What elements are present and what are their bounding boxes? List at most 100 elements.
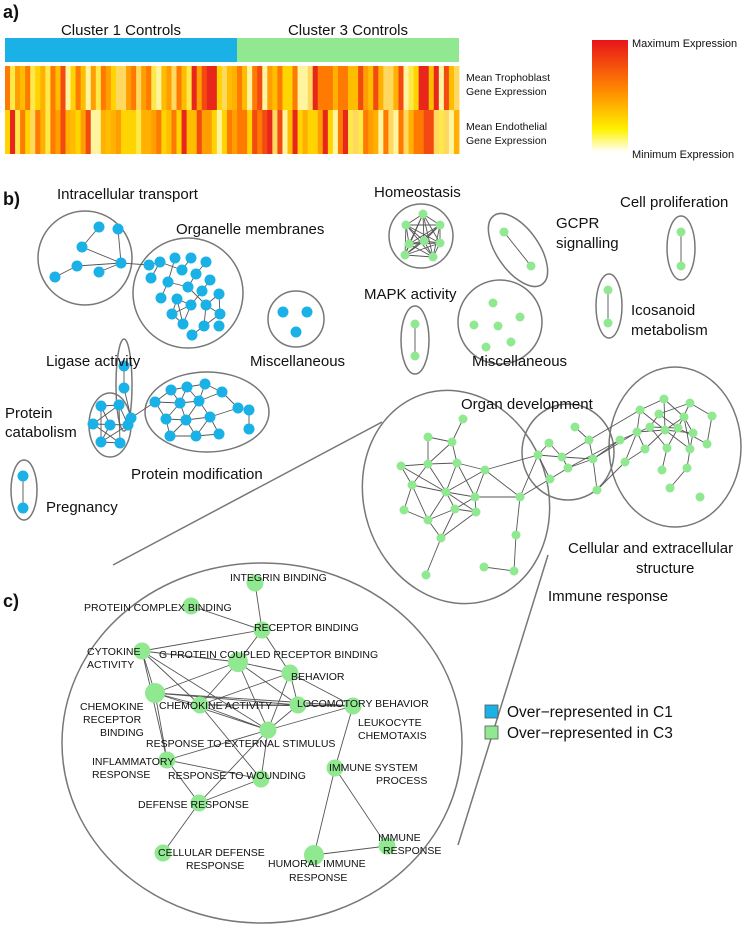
heatmap-cell (388, 66, 394, 110)
network-edge (484, 469, 521, 498)
network-node (407, 480, 417, 490)
network-edge (313, 767, 336, 856)
heatmap-cell (342, 66, 349, 110)
icosanoid-outline (595, 273, 623, 339)
node-label-humoral-2: RESPONSE (289, 872, 347, 884)
go-term-node (289, 696, 307, 714)
go-term-node (252, 770, 270, 788)
heatmap-cell (368, 66, 374, 110)
heatmap-cell (171, 110, 177, 154)
heatmap-cell (237, 110, 243, 154)
node-label-inflammatory-2: RESPONSE (92, 769, 150, 781)
heatmap-cell (136, 66, 142, 110)
go-term-node (326, 759, 344, 777)
heatmap-cell (211, 66, 218, 110)
row2-label-line1: Mean Endothelial (466, 121, 547, 133)
heatmap-cell (287, 110, 293, 154)
network-edge (141, 629, 263, 652)
zoom-line-bottom (457, 554, 549, 846)
network-edge (440, 508, 456, 539)
network-edge (588, 409, 641, 441)
heatmap-cell (85, 66, 92, 110)
network-edge (313, 845, 388, 856)
heatmap-cell (90, 66, 97, 110)
network-node (185, 299, 197, 311)
network-node (199, 378, 211, 390)
heatmap-cell (277, 110, 283, 154)
protein-modification-outline (144, 371, 270, 453)
heatmap-cell (126, 66, 132, 110)
heatmap-cell (282, 66, 288, 110)
heatmap-cell (146, 66, 152, 110)
network-node (113, 399, 125, 411)
network-edge (154, 692, 168, 761)
network-node (396, 461, 406, 471)
network-node (198, 320, 210, 332)
heatmap-cell (141, 110, 147, 154)
network-edge (141, 650, 239, 663)
heatmap-cell (267, 110, 273, 154)
panel-c-label: c) (3, 591, 19, 611)
network-node (570, 422, 580, 432)
network-edge (561, 439, 590, 458)
heatmap-cell (60, 110, 66, 154)
heatmap-cell (55, 66, 61, 110)
network-node (404, 239, 414, 249)
node-label-chemokine-receptor-3: BINDING (100, 727, 144, 739)
node-label-inflammatory-1: INFLAMMATORY (92, 756, 174, 768)
network-node (615, 435, 625, 445)
network-edge (199, 704, 262, 780)
network-edge (445, 469, 486, 493)
node-label-chemokine-receptor-1: CHEMOKINE (80, 701, 144, 713)
heatmap-cell (433, 110, 440, 154)
network-node (584, 435, 594, 445)
network-node (155, 292, 167, 304)
label-protein-catabolism-2: catabolism (5, 424, 77, 441)
network-node (182, 281, 194, 293)
network-edge (289, 672, 354, 707)
network-edge (592, 431, 638, 460)
heatmap-cell (131, 110, 137, 154)
heatmap-cell (433, 66, 440, 110)
heatmap-cell (20, 66, 26, 110)
network-node (685, 444, 695, 454)
heatmap-cell (378, 110, 384, 154)
label-protein-modification: Protein modification (131, 466, 263, 483)
heatmap-cell (358, 110, 364, 154)
network-node (169, 252, 181, 264)
network-node (193, 395, 205, 407)
node-label-locomotory-behavior: LOCOMOTORY BEHAVIOR (297, 698, 429, 710)
cluster3-label: Cluster 3 Controls (288, 22, 408, 39)
network-edge (404, 224, 407, 256)
node-label-response-external: RESPONSE TO EXTERNAL STIMULUS (146, 738, 335, 750)
heatmap-cell (136, 110, 142, 154)
heatmap-cell (358, 66, 364, 110)
node-label-immune-resp-2: RESPONSE (383, 845, 441, 857)
label-homeostasis: Homeostasis (374, 184, 461, 201)
heatmap-cell (181, 110, 187, 154)
heatmap-cell (201, 110, 208, 154)
heatmap-cell (110, 66, 117, 110)
network-edge (76, 262, 122, 267)
heatmap-cell (105, 66, 112, 110)
network-node (506, 337, 516, 347)
go-term-node (281, 664, 299, 682)
network-node (526, 261, 536, 271)
network-node (143, 259, 155, 271)
heatmap-cell (191, 110, 198, 154)
heatmap-cell (232, 66, 238, 110)
network-node (480, 465, 490, 475)
network-node (410, 319, 420, 329)
heatmap-cell (141, 66, 147, 110)
heatmap-cell (186, 110, 193, 154)
panel-c: c) INTEGRIN BINDING PROTEIN COMPLEX BIND… (3, 421, 549, 924)
mapk-activity-outline (400, 305, 430, 375)
network-node (154, 256, 166, 268)
heatmap-cell (327, 110, 334, 154)
network-node (685, 398, 695, 408)
network-edge (405, 224, 441, 244)
gcpr-outline (487, 212, 549, 288)
network-node (654, 409, 664, 419)
network-node (162, 276, 174, 288)
heatmap-cell (302, 110, 309, 154)
